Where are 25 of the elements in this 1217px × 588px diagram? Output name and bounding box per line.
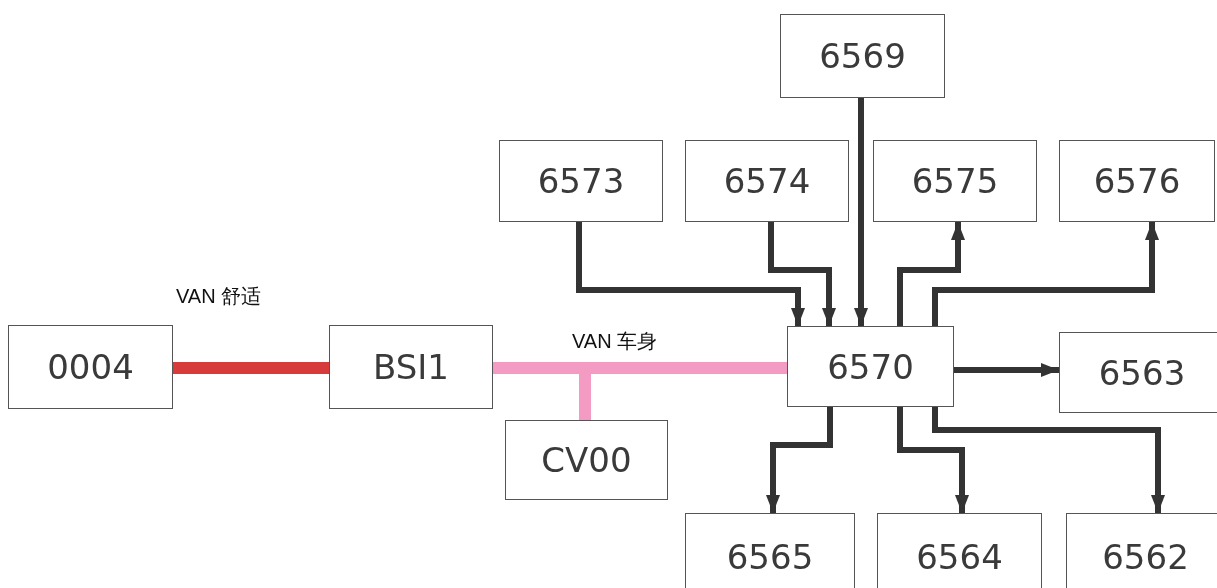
arrow: [932, 222, 1159, 326]
module-box: 6573: [499, 140, 663, 222]
module-box: BSI1: [329, 325, 493, 409]
module-box: 6570: [787, 326, 954, 407]
module-box: 6576: [1059, 140, 1215, 222]
module-box: 6565: [685, 513, 855, 588]
arrow: [854, 98, 868, 326]
module-box: 6564: [877, 513, 1042, 588]
arrow: [954, 363, 1059, 377]
module-box: 6574: [685, 140, 849, 222]
edge-label: VAN 舒适: [176, 286, 262, 306]
arrow: [766, 407, 833, 513]
arrow: [897, 222, 965, 326]
arrow: [768, 222, 836, 326]
arrow: [932, 407, 1165, 513]
module-box: 0004: [8, 325, 173, 409]
bus-line: [173, 362, 329, 374]
module-box: 6575: [873, 140, 1037, 222]
edge-label: VAN 车身: [572, 331, 658, 351]
module-box: 6563: [1059, 332, 1217, 413]
arrow: [897, 407, 969, 513]
module-box: 6569: [780, 14, 945, 98]
arrow: [576, 222, 805, 326]
module-box: 6562: [1066, 513, 1217, 588]
module-box: CV00: [505, 420, 668, 500]
